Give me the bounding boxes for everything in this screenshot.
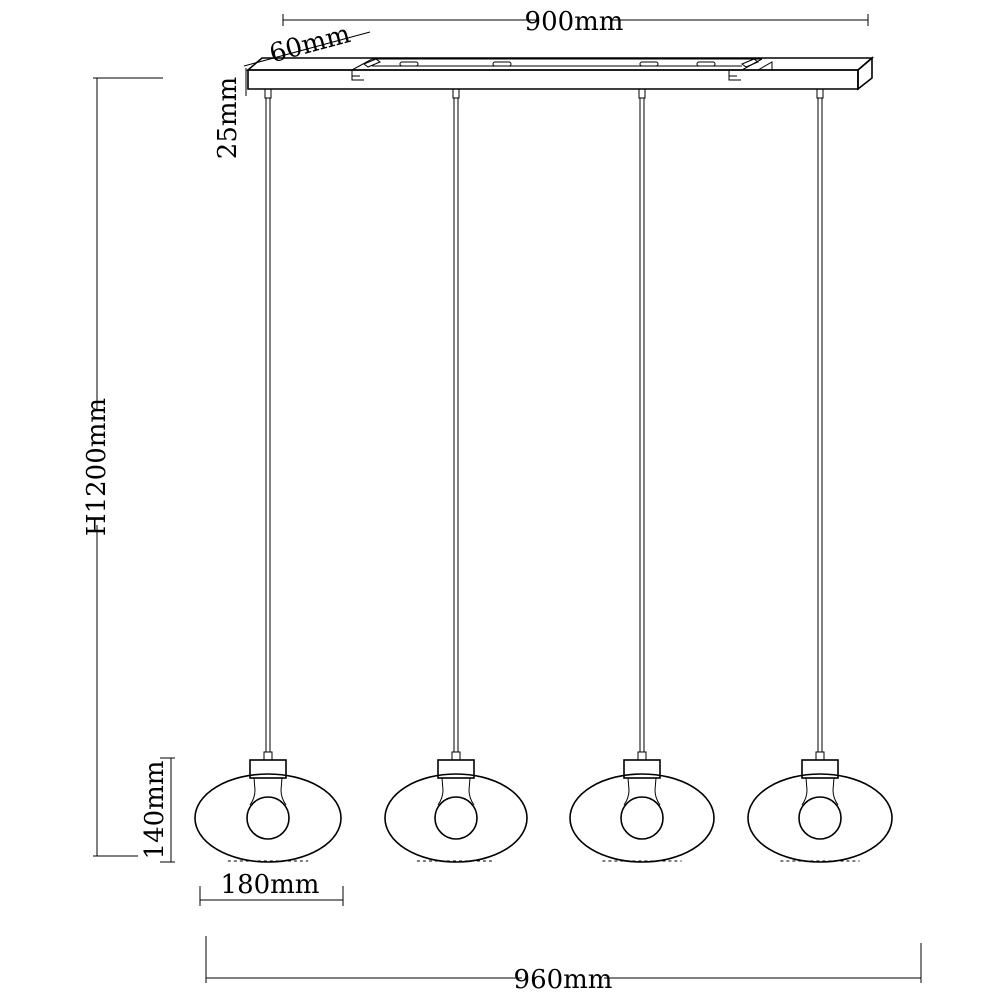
light-bulb: [246, 796, 290, 840]
socket-neck: [249, 777, 287, 806]
cord-anchor: [638, 88, 646, 99]
socket-neck: [801, 777, 839, 806]
cord-anchor: [452, 88, 460, 99]
ceiling-canopy: [245, 56, 875, 91]
cord-anchor: [264, 88, 272, 99]
dimension-label-60: 60mm: [266, 19, 353, 69]
lamp-holder-cap: [801, 759, 839, 779]
dimension-label-1200: H1200mm: [82, 398, 112, 536]
dimension-overall-length: 960mm: [205, 936, 922, 995]
dimension-total-height: H1200mm: [82, 77, 163, 857]
pendant-3: [569, 88, 715, 863]
glass-shade: [747, 773, 893, 863]
dimension-label-900: 900mm: [525, 7, 624, 37]
cord-grip: [451, 751, 461, 761]
cord-grip: [815, 751, 825, 761]
dimension-shade-width: 180mm: [199, 870, 344, 906]
light-bulb: [434, 796, 478, 840]
lamp-holder-cap: [623, 759, 661, 779]
pendant-4: [747, 88, 893, 863]
dimension-label-180: 180mm: [221, 870, 320, 900]
dimension-label-25: 25mm: [213, 77, 243, 159]
socket-neck: [623, 777, 661, 806]
cord-grip: [263, 751, 273, 761]
lamp-holder-cap: [249, 759, 287, 779]
dimension-depth: 60mm: [243, 19, 371, 69]
lamp-holder-cap: [437, 759, 475, 779]
dimension-label-960: 960mm: [514, 965, 613, 995]
pendant-2: [384, 88, 528, 863]
pendant-group: [194, 88, 893, 863]
dimension-top-length: 900mm: [282, 7, 869, 37]
dimension-canopy-height: 25mm: [213, 68, 247, 159]
glass-shade: [384, 773, 528, 863]
socket-neck: [437, 777, 475, 806]
pendant-1: [194, 88, 342, 863]
dimension-shade-height: 140mm: [140, 757, 175, 863]
glass-shade: [194, 773, 342, 863]
dimension-label-140: 140mm: [140, 761, 170, 860]
glass-shade: [569, 773, 715, 863]
light-bulb: [798, 796, 842, 840]
light-bulb: [620, 796, 664, 840]
cord-grip: [637, 751, 647, 761]
cord-anchor: [816, 88, 824, 99]
